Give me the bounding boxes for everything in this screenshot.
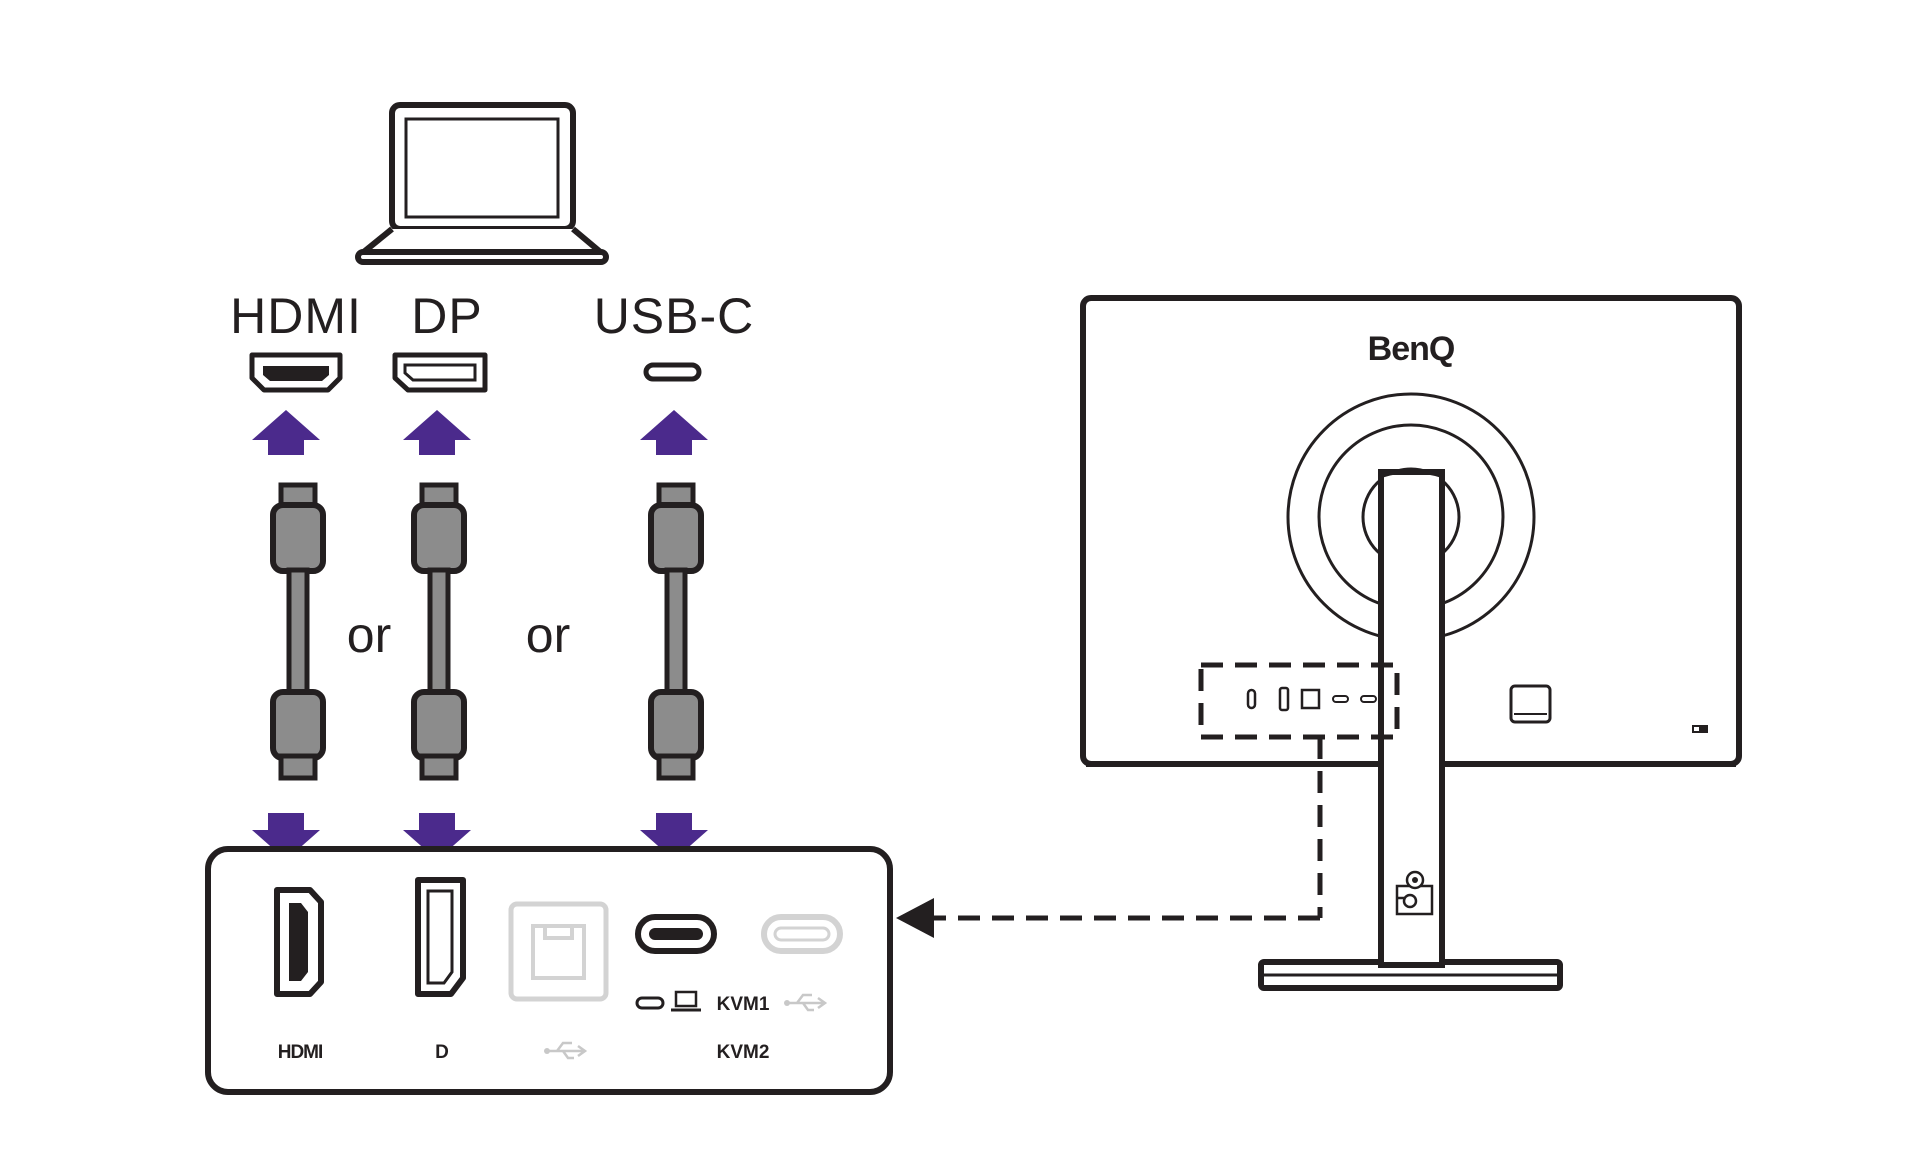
laptop-icon: [355, 102, 609, 265]
dp-logo: D: [435, 1042, 449, 1063]
hdmi-port-icon: [249, 352, 343, 393]
laptop-small-icon: [671, 990, 701, 1012]
kensington-lock-icon: [1395, 870, 1434, 916]
usb-b-panel-port: [508, 901, 609, 1002]
arrow-up-hdmi: [252, 410, 320, 455]
usb-icon: [784, 993, 828, 1012]
hdmi-logo: HDMI: [278, 1042, 323, 1063]
hdmi-panel-port[interactable]: [274, 887, 324, 997]
cable-hdmi: [270, 482, 326, 781]
arrow-up-usbc: [640, 410, 708, 455]
cable-dp: [411, 482, 467, 781]
arrow-down-dp: [403, 813, 471, 860]
usbc-label: USB-C: [594, 288, 755, 344]
monitor-back: [1080, 295, 1742, 991]
usb-c-kvm2-port: [761, 914, 843, 954]
or-label-1: or: [347, 607, 391, 663]
dp-label: DP: [411, 288, 482, 344]
or-label-2: or: [526, 607, 570, 663]
monitor-port-area: [1198, 662, 1400, 740]
dp-port-icon: [392, 352, 488, 393]
dp-panel-port[interactable]: [415, 877, 466, 997]
kvm2-label: KVM2: [717, 1042, 770, 1063]
usb-icon: [544, 1041, 588, 1060]
cable-usbc: [648, 482, 704, 781]
kvm1-label: KVM1: [717, 994, 770, 1015]
arrow-up-dp: [403, 410, 471, 455]
usb-c-port-icon: [643, 362, 702, 382]
usb-c-kvm1-port[interactable]: [635, 914, 717, 954]
dashed-connector-arrow: [896, 737, 1323, 938]
monitor-button-icon: [1509, 684, 1552, 724]
monitor-indicator-icon: [1692, 725, 1708, 733]
usb-c-small-icon: [635, 996, 665, 1010]
arrow-down-hdmi: [252, 813, 320, 860]
monitor-brand: BenQ: [1368, 330, 1455, 368]
arrow-down-usbc: [640, 813, 708, 860]
port-panel: [205, 846, 893, 1095]
hdmi-label: HDMI: [230, 288, 362, 344]
